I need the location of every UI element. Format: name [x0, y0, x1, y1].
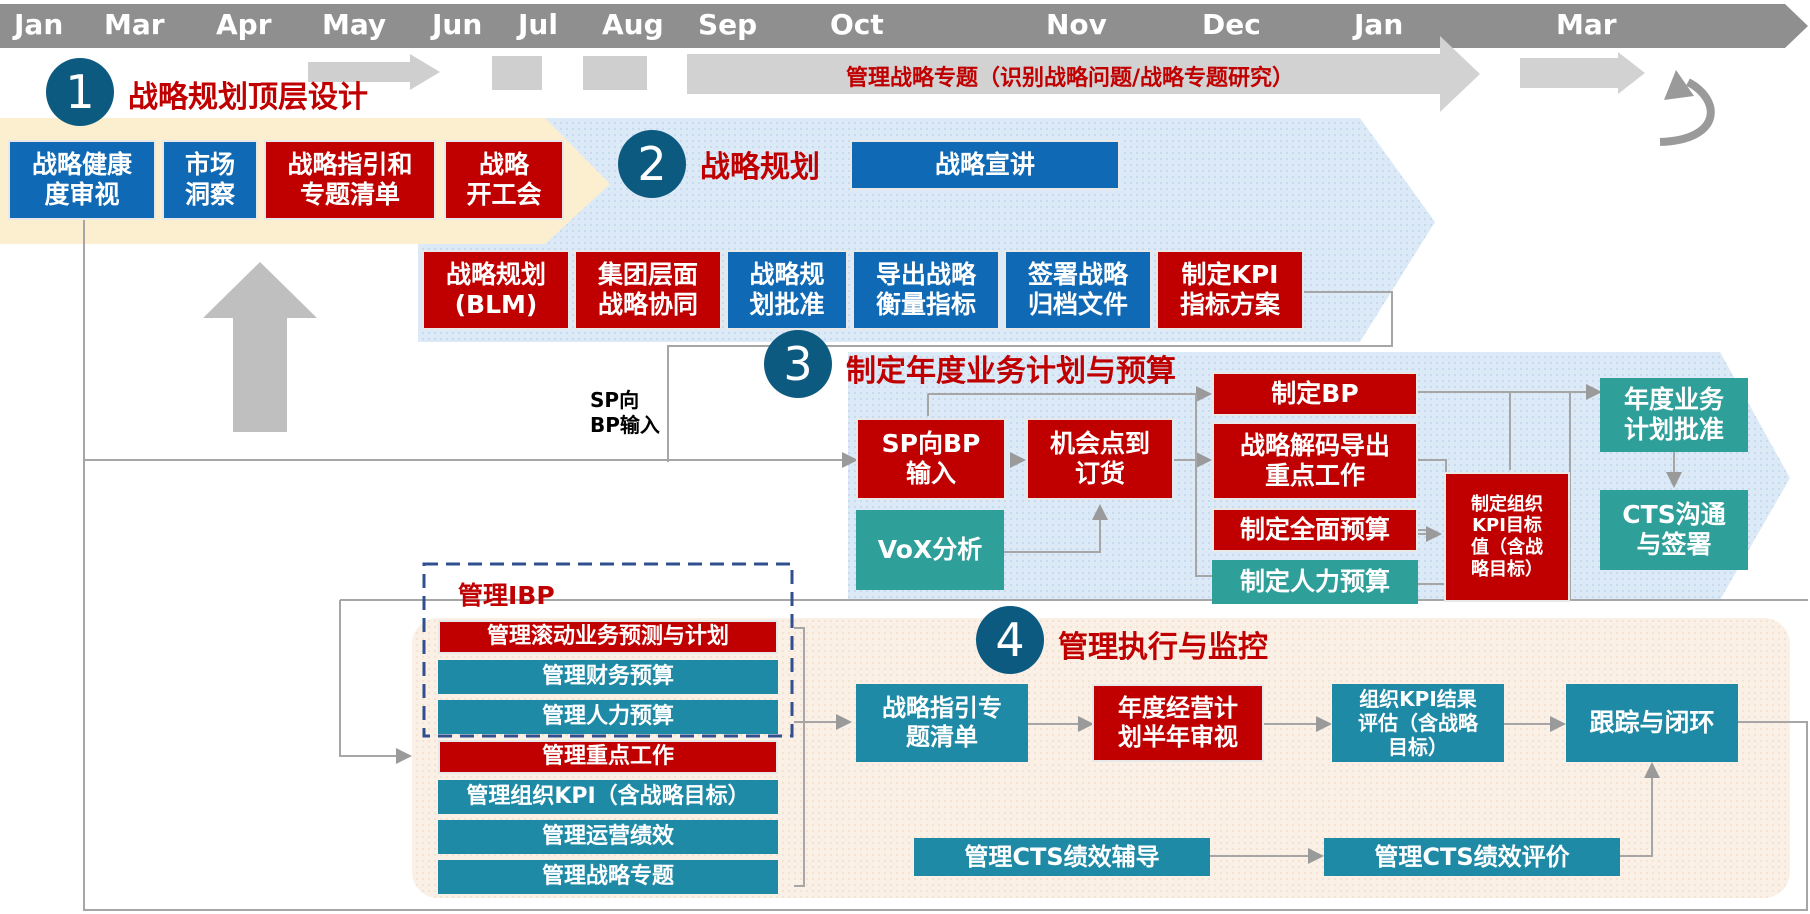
- step-cts-evaluation: 管理CTS绩效评价: [1324, 838, 1620, 876]
- manage-item: 管理运营绩效: [438, 820, 778, 854]
- ibp-label: 管理IBP: [458, 581, 555, 610]
- manage-item: 管理人力预算: [438, 700, 778, 734]
- phase-number: 3: [764, 330, 832, 398]
- step-group-synergy: 集团层面 战略协同: [574, 250, 722, 330]
- timeline-bar: [0, 4, 1808, 48]
- step-plan-approval: 战略规 划批准: [726, 250, 848, 330]
- phase-number: 1: [46, 58, 114, 126]
- step-strategy-announce: 战略宣讲: [850, 140, 1120, 190]
- sp-bp-note: SP向 BP输入: [590, 388, 660, 437]
- phase-title: 战略规划顶层设计: [128, 80, 368, 115]
- month-label: Jul: [518, 8, 558, 41]
- month-label: Nov: [1046, 8, 1107, 41]
- step-full-budget: 制定全面预算: [1212, 508, 1418, 552]
- phase-number: 2: [618, 130, 686, 198]
- step-sign-archive: 签署战略 归档文件: [1004, 250, 1152, 330]
- step-cts-sign: CTS沟通 与签署: [1600, 490, 1748, 570]
- month-label: Oct: [830, 8, 884, 41]
- topic-banner-label: 管理战略专题（识别战略问题/战略专题研究）: [846, 66, 1295, 91]
- step-kpi-plan: 制定KPI 指标方案: [1156, 250, 1304, 330]
- step-market-insight: 市场 洞察: [162, 140, 258, 220]
- manage-item: 管理重点工作: [438, 740, 778, 774]
- ibp-frame: [422, 562, 794, 738]
- month-label: Dec: [1202, 8, 1261, 41]
- step-vox-analysis: VoX分析: [856, 510, 1004, 590]
- month-label: Mar: [1556, 8, 1617, 41]
- manage-item: 管理滚动业务预测与计划: [438, 620, 778, 654]
- up-arrow: [203, 262, 317, 432]
- step-derive-metrics: 导出战略 衡量指标: [852, 250, 1000, 330]
- step-sp-to-bp: SP向BP 输入: [856, 418, 1006, 500]
- step-opportunity-order: 机会点到 订货: [1026, 418, 1174, 500]
- step-make-bp: 制定BP: [1212, 372, 1418, 416]
- step-strategy-decode: 战略解码导出 重点工作: [1212, 422, 1418, 500]
- phase-title: 制定年度业务计划与预算: [846, 354, 1176, 389]
- manage-item: 管理财务预算: [438, 660, 778, 694]
- phase-number: 4: [976, 606, 1044, 674]
- step-track-close-loop: 跟踪与闭环: [1566, 684, 1738, 762]
- month-label: May: [322, 8, 387, 41]
- step-hr-budget: 制定人力预算: [1212, 560, 1418, 604]
- manage-item: 管理战略专题: [438, 860, 778, 894]
- month-label: Sep: [698, 8, 758, 41]
- manage-item: 管理组织KPI（含战略目标）: [438, 780, 778, 814]
- step-blm-planning: 战略规划 (BLM): [422, 250, 570, 330]
- step-org-kpi-target: 制定组织 KPI目标 值（含战 略目标）: [1444, 472, 1570, 602]
- timeline-block-jul: [492, 56, 542, 90]
- step-half-year-review: 年度经营计 划半年审视: [1092, 684, 1264, 762]
- step-strategy-guide-topics: 战略指引和 专题清单: [264, 140, 436, 220]
- phase-title: 战略规划: [700, 150, 820, 185]
- topic-banner-arrow: [687, 36, 1480, 112]
- timeline-block-aug: [583, 56, 647, 90]
- step-annual-plan-approval: 年度业务 计划批准: [1600, 378, 1748, 452]
- step-strategy-guide-list: 战略指引专 题清单: [856, 684, 1028, 762]
- step-strategy-health-review: 战略健康 度审视: [8, 140, 156, 220]
- phase-title: 管理执行与监控: [1058, 630, 1268, 665]
- month-label: Jan: [14, 8, 64, 41]
- month-label: Aug: [602, 8, 664, 41]
- step-strategy-kickoff: 战略 开工会: [444, 140, 564, 220]
- month-label: Apr: [216, 8, 272, 41]
- month-label: Jan: [1354, 8, 1404, 41]
- timeline-arrow-may: [308, 54, 440, 90]
- month-label: Mar: [104, 8, 165, 41]
- loop-arrow: [1659, 78, 1715, 146]
- month-label: Jun: [432, 8, 483, 41]
- step-org-kpi-evaluation: 组织KPI结果 评估（含战略 目标）: [1332, 684, 1504, 762]
- step-cts-coaching: 管理CTS绩效辅导: [914, 838, 1210, 876]
- timeline-arrow-mar: [1520, 52, 1645, 94]
